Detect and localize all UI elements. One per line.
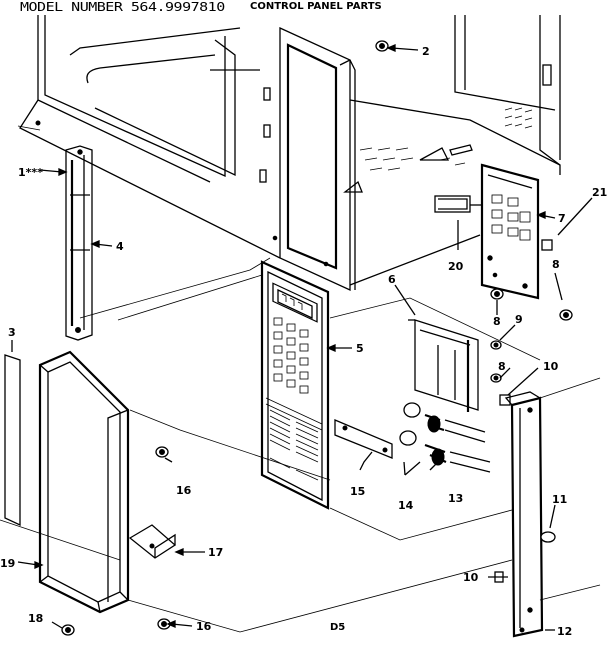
screw-9a [490,340,502,350]
callout-7: 7 [558,212,566,225]
screw-18 [61,624,75,636]
callout-21: 21 [592,186,607,199]
screw-2 [375,40,389,52]
callout-labels: 2 1*** 4 3 5 6 7 21 20 8 8 8 9 10 11 10 … [0,45,607,638]
connector-21 [541,239,553,251]
callout-16b: 16 [196,620,212,633]
callout-1: 1*** [18,166,43,179]
leader-lines [11,44,593,631]
microwave-cabinet [17,15,561,286]
callout-11: 11 [552,493,567,506]
keypad-buttons [273,317,309,394]
callout-9: 9 [515,313,523,326]
screw-8b [559,309,573,321]
callout-6: 6 [388,273,396,286]
callout-8b: 8 [493,315,501,328]
callout-2: 2 [422,45,430,58]
mounting-bracket [408,319,479,412]
hinge-strip [65,145,93,341]
assembly-guides [0,257,601,633]
page-code: D5 [330,622,346,633]
circuit-board [434,163,540,300]
screw-8a [490,288,504,300]
front-frame [259,26,356,292]
screw-9b [490,373,502,383]
callout-20: 20 [448,260,464,273]
callout-16a: 16 [176,484,192,497]
section-title: CONTROL PANEL PARTS [250,1,382,12]
callout-17: 17 [208,546,223,559]
callout-8c: 8 [498,360,506,373]
pointer-dot [35,120,41,126]
callout-5: 5 [356,342,364,355]
callout-14: 14 [398,499,414,512]
callout-19: 19 [0,557,15,570]
outer-frame [4,350,130,614]
callout-10a: 10 [543,360,559,373]
callout-12: 12 [557,625,572,638]
callout-3: 3 [8,326,16,339]
control-panel-keypad [260,260,330,510]
callout-8a: 8 [552,258,560,271]
side-panel [494,391,556,638]
screw-16a [155,446,169,458]
callout-18: 18 [28,612,43,625]
screw-16b [157,618,171,630]
model-number: MODEL NUMBER 564.9997810 [20,0,225,15]
callout-13: 13 [448,492,463,505]
screws [61,40,573,636]
lamp-sockets [399,402,491,473]
lamp-holder-strip [334,419,393,459]
knob-11 [540,531,556,543]
callout-4: 4 [116,240,124,253]
small-bracket [128,524,177,559]
callout-10b: 10 [463,571,479,584]
display-module [434,195,471,213]
callout-15: 15 [350,485,365,498]
